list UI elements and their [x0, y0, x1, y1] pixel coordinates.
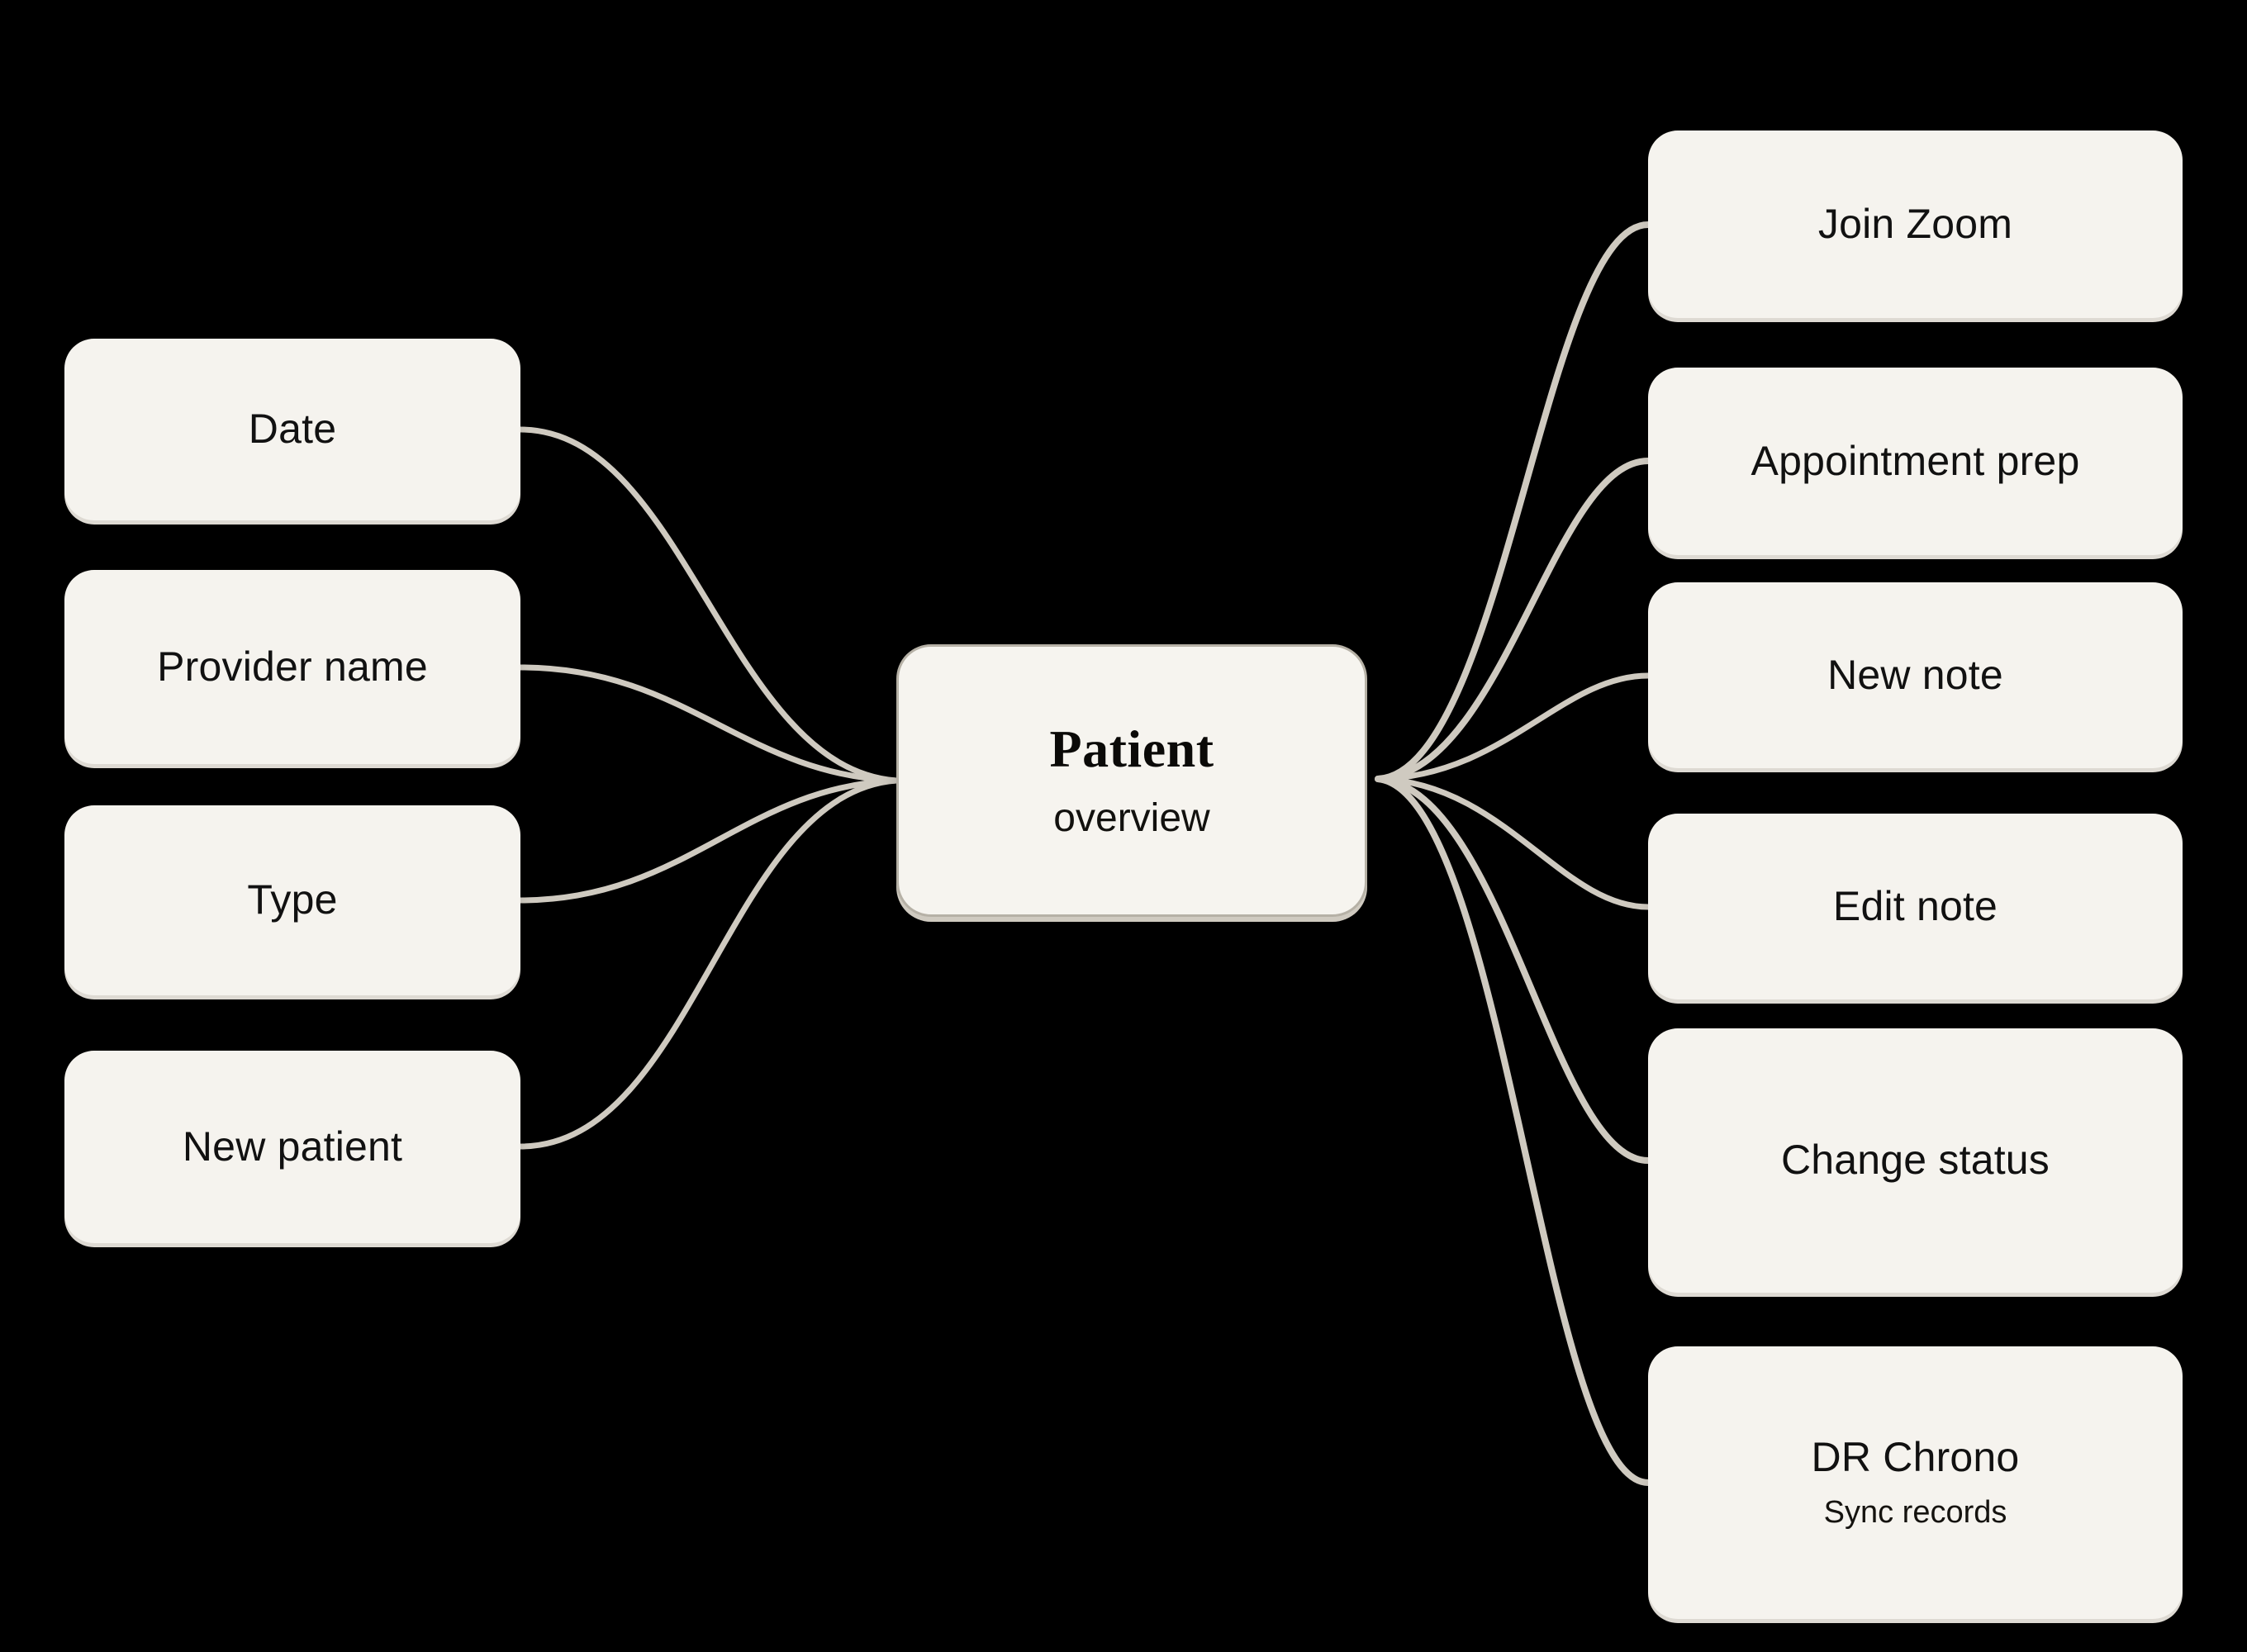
input-node-provider-name-label: Provider name [157, 643, 428, 690]
input-node-type[interactable]: Type [64, 805, 520, 995]
action-node-new-note-label: New note [1827, 651, 2003, 698]
action-node-edit-note[interactable]: Edit note [1648, 814, 2183, 999]
center-node-title: Patient [1049, 719, 1214, 779]
edge-center-to-change-status [1375, 776, 1651, 1164]
edge-center-to-new-note [1375, 672, 1651, 782]
input-node-provider-name[interactable]: Provider name [64, 570, 520, 764]
edge-center-to-appointment-prep [1375, 458, 1651, 782]
input-node-date[interactable]: Date [64, 339, 520, 520]
edge-type-to-center [517, 777, 900, 904]
action-node-dr-chrono-sublabel: Sync records [1823, 1494, 2007, 1530]
action-node-change-status[interactable]: Change status [1648, 1028, 2183, 1293]
action-node-join-zoom[interactable]: Join Zoom [1648, 131, 2183, 318]
action-node-join-zoom-label: Join Zoom [1817, 200, 2013, 247]
center-node-patient-overview[interactable]: Patient overview [896, 644, 1367, 917]
input-node-type-label: Type [247, 876, 338, 923]
edge-center-to-join-zoom [1375, 221, 1651, 782]
center-node-subtitle: overview [1053, 795, 1210, 840]
action-node-appointment-prep[interactable]: Appointment prep [1648, 368, 2183, 555]
action-node-new-note[interactable]: New note [1648, 582, 2183, 768]
edge-provider-to-center [517, 664, 900, 784]
action-node-edit-note-label: Edit note [1832, 882, 1998, 929]
input-node-date-label: Date [248, 406, 337, 453]
edge-center-to-dr-chrono [1375, 776, 1651, 1486]
edge-center-to-edit-note [1375, 776, 1651, 910]
action-node-dr-chrono[interactable]: DR Chrono Sync records [1648, 1346, 2183, 1619]
input-node-new-patient[interactable]: New patient [64, 1051, 520, 1243]
action-node-change-status-label: Change status [1780, 1137, 2050, 1184]
edge-date-to-center [517, 426, 900, 784]
input-node-new-patient-label: New patient [182, 1123, 403, 1170]
edge-newpatient-to-center [517, 777, 900, 1150]
action-node-appointment-prep-label: Appointment prep [1751, 437, 2080, 484]
action-node-dr-chrono-label: DR Chrono [1811, 1434, 2020, 1481]
